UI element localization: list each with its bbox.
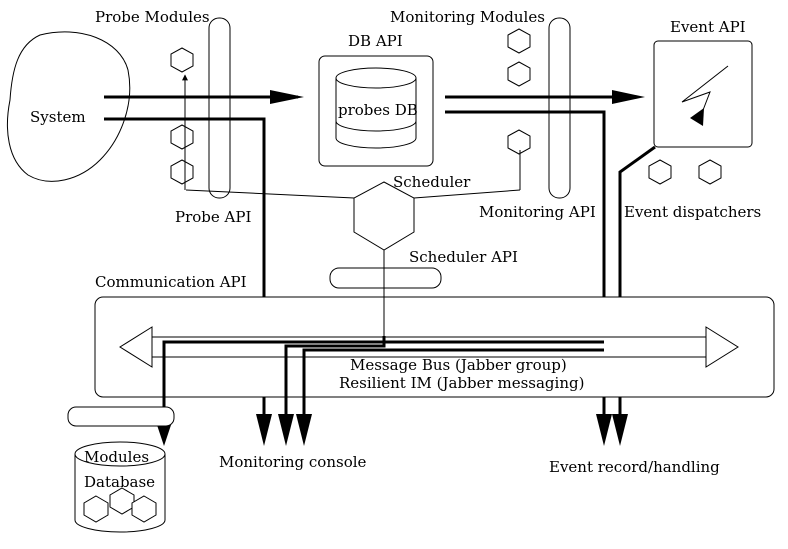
console-arrowhead-2 <box>278 414 294 446</box>
database-label: Database <box>84 473 155 491</box>
scheduler-api-bar <box>329 267 442 289</box>
scheduler-hexagon-icon <box>353 181 415 251</box>
scheduler-api-label: Scheduler API <box>409 248 518 266</box>
db-module-hexagon-icon <box>131 495 157 523</box>
system-label: System <box>30 108 86 126</box>
event-dispatcher-hexagon-icon <box>648 159 672 185</box>
db-api-box <box>318 55 434 167</box>
event-dispatchers-label: Event dispatchers <box>624 203 761 221</box>
scheduler-label: Scheduler <box>393 173 471 191</box>
db-module-hexagon-icon <box>109 487 135 515</box>
communication-api-label: Communication API <box>95 273 247 291</box>
modules-db-arrowhead <box>156 422 172 446</box>
message-bus-double-arrow <box>119 326 739 368</box>
monitoring-module-hexagon-icon <box>507 61 531 87</box>
probes-db-label: probes DB <box>338 101 418 119</box>
record-arrowhead-1 <box>596 414 612 446</box>
bus-to-console-line-1 <box>284 336 386 422</box>
probe-api-label: Probe API <box>175 208 251 226</box>
record-arrowhead-2 <box>612 414 628 446</box>
bus-to-console-line-2 <box>302 348 604 422</box>
event-record-label: Event record/handling <box>549 458 720 476</box>
modules-db-bar <box>67 406 175 427</box>
modules-label: Modules <box>84 448 149 466</box>
system-cloud <box>6 31 131 182</box>
db-api-label: DB API <box>348 32 403 50</box>
monitoring-api-label: Monitoring API <box>479 203 596 221</box>
message-bus-label: Message Bus (Jabber group) <box>350 356 567 374</box>
monitoring-modules-label: Monitoring Modules <box>390 8 545 26</box>
probe-module-hexagon-icon <box>170 124 194 150</box>
resilient-im-label: Resilient IM (Jabber messaging) <box>339 374 584 392</box>
db-module-hexagon-icon <box>83 495 109 523</box>
lightning-bolt-icon <box>681 65 729 126</box>
probe-modules-bar <box>208 17 231 199</box>
system-to-db-arrowhead <box>270 90 304 104</box>
event-dispatcher-hexagon-icon <box>698 159 722 185</box>
communication-api-box <box>94 296 775 398</box>
bus-to-modules-db-line <box>162 340 604 422</box>
probe-modules-label: Probe Modules <box>95 8 210 26</box>
probe-module-hexagon-icon <box>170 47 194 73</box>
db-to-event-arrowhead <box>612 90 645 104</box>
monitoring-module-hexagon-icon <box>507 129 531 155</box>
console-arrowhead-3 <box>296 414 312 446</box>
scheduler-probe-link <box>185 189 355 199</box>
probes-db-cylinder <box>335 67 417 149</box>
monitoring-module-hexagon-icon <box>507 28 531 54</box>
event-api-label: Event API <box>670 18 746 36</box>
probe-module-hexagon-icon <box>170 159 194 185</box>
monitoring-console-label: Monitoring console <box>219 453 367 471</box>
console-arrowhead-1 <box>256 414 272 446</box>
monitoring-modules-bar <box>548 17 571 199</box>
modules-database-cylinder <box>74 441 166 533</box>
scheduler-monitoring-link <box>413 189 521 199</box>
